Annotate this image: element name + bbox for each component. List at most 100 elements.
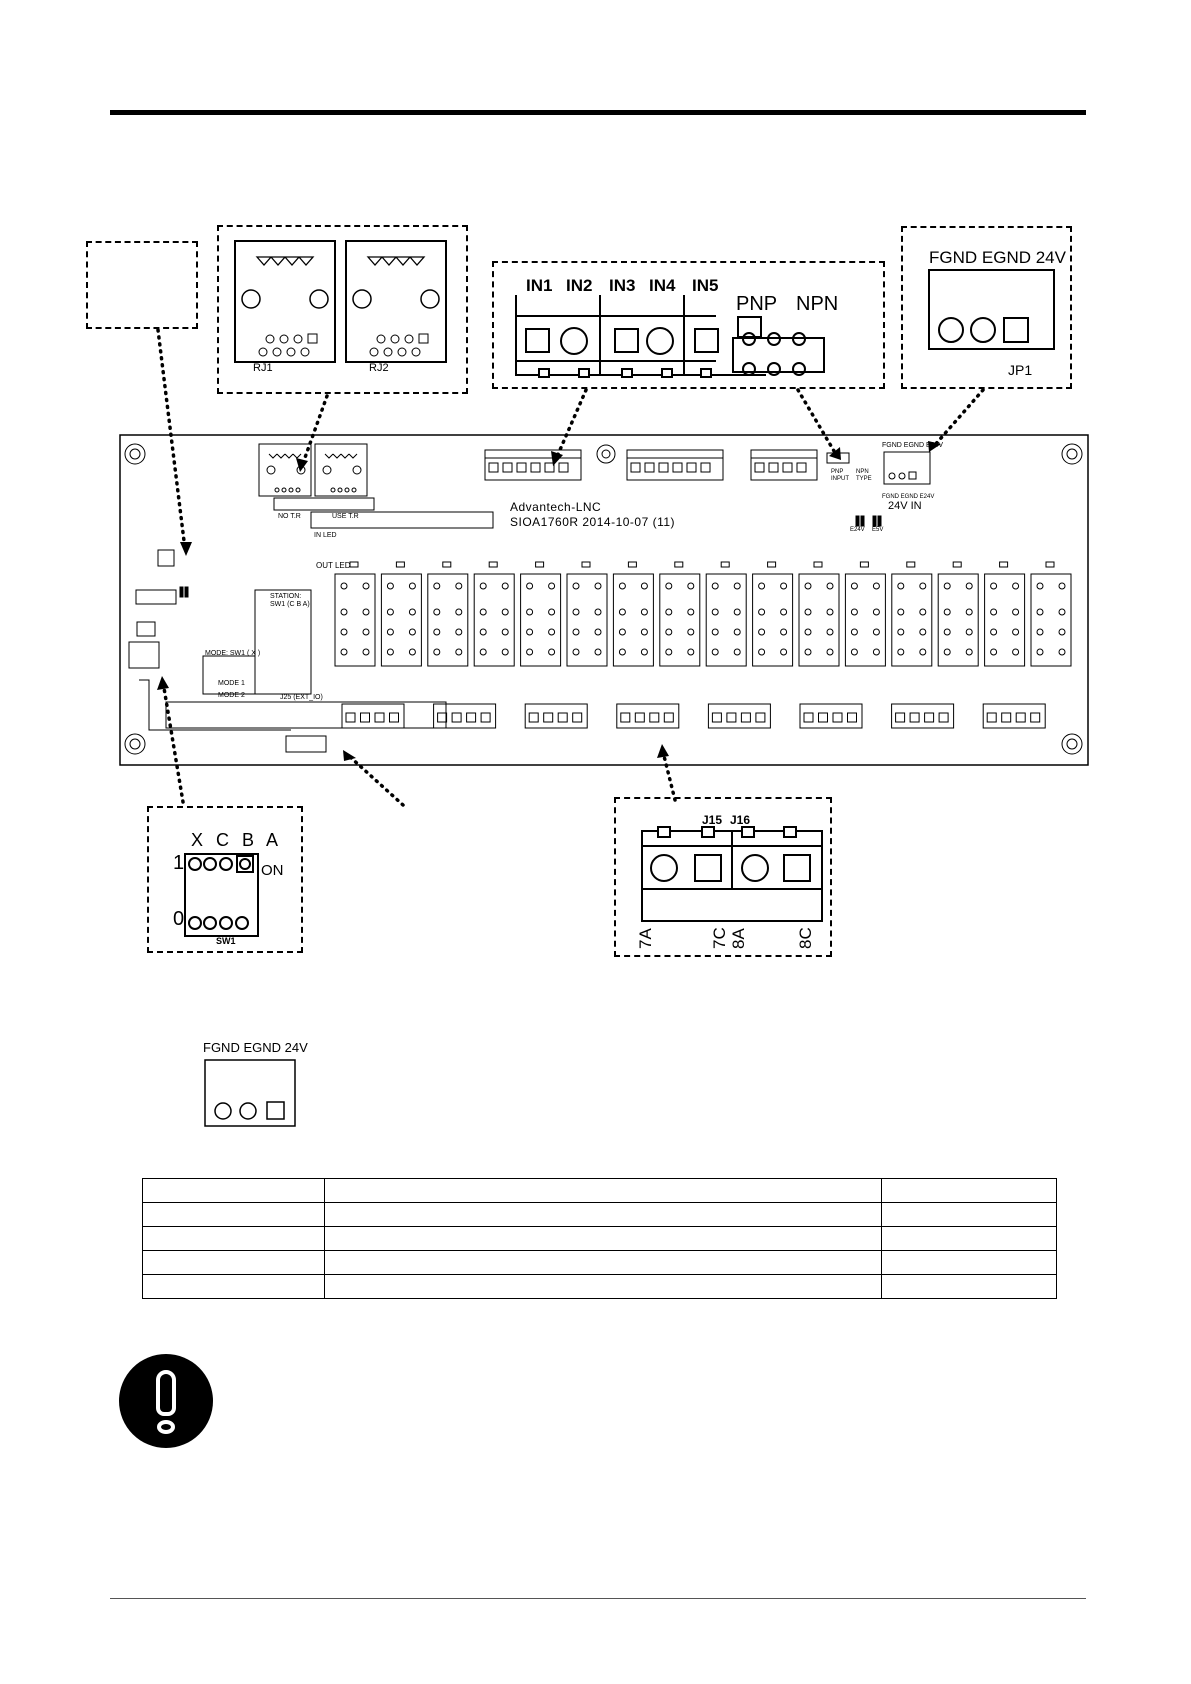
- warning-icon: [119, 1354, 213, 1448]
- relay-15: [984, 573, 1026, 667]
- relay-5: [520, 573, 562, 667]
- out-led-11: [813, 561, 823, 568]
- out-led-8: [674, 561, 684, 568]
- pin-8a-label: 8A: [729, 928, 748, 949]
- board-power-header-low: FGND EGND E24V: [882, 494, 935, 500]
- board-power-header: FGND EGND E24V: [882, 442, 944, 449]
- relay-4: [473, 573, 515, 667]
- power-callout: FGND EGND 24V JP1: [901, 226, 1072, 389]
- relay-6: [566, 573, 608, 667]
- standalone-power-header: FGND EGND 24V: [203, 1040, 308, 1055]
- out-led-9: [720, 561, 730, 568]
- power-header-label: FGND EGND 24V: [929, 248, 1066, 267]
- pnp-label: PNP: [736, 293, 778, 315]
- relay-16: [1030, 573, 1072, 667]
- out-led-16: [1045, 561, 1055, 568]
- relay-output-callout: J15 J16 7A 7C 8A 8C: [614, 797, 832, 957]
- board-rj-connectors: [258, 443, 368, 497]
- relay-1: [334, 573, 376, 667]
- in3-label: IN3: [609, 276, 636, 295]
- empty-callout-box: [86, 241, 198, 329]
- out-led-4: [488, 561, 498, 568]
- relay-11: [798, 573, 840, 667]
- sw1-name-label: SW1: [216, 936, 236, 946]
- jp1-connector: [928, 269, 1055, 350]
- in2-label: IN2: [566, 276, 593, 295]
- board-in-led: IN LED: [314, 532, 337, 539]
- sw1-on-label: ON: [261, 862, 284, 879]
- npn-label: NPN: [796, 293, 839, 315]
- input-terminal-callout: IN1 IN2 IN3 IN4 IN5 PNP NPN: [492, 261, 885, 389]
- board-station-sw: SW1 (C B A): [270, 601, 310, 608]
- relay-10: [752, 573, 794, 667]
- out-led-5: [535, 561, 545, 568]
- board-model: SIOA1760R 2014-10-07 (11): [510, 515, 676, 529]
- board-mode1: MODE 1: [218, 680, 245, 687]
- sw1-dip-switch: [184, 853, 259, 937]
- pin-7c-label: 7C: [710, 927, 729, 949]
- out-led-15: [999, 561, 1009, 568]
- sw1-row1-label: 1: [173, 852, 185, 874]
- rj1-connector: [234, 240, 336, 363]
- rj2-label: RJ2: [369, 362, 389, 374]
- board-mode2: MODE 2: [218, 692, 245, 699]
- io-board-outline: [119, 434, 1089, 766]
- relay-3: [427, 573, 469, 667]
- board-out-led: OUT LED: [316, 561, 351, 570]
- out-led-1: [349, 561, 359, 568]
- relay-7: [612, 573, 654, 667]
- board-mode: MODE: SW1 ( X ): [205, 650, 261, 657]
- rj45-callout: RJ1 RJ2: [217, 225, 468, 394]
- in4-label: IN4: [649, 276, 676, 295]
- in1-label: IN1: [526, 276, 553, 295]
- table-row: [142, 1178, 1057, 1203]
- out-led-3: [442, 561, 452, 568]
- pin-7a-label: 7A: [636, 928, 655, 949]
- board-24v-in: 24V IN: [888, 500, 922, 512]
- input-terminal-block: [515, 295, 766, 378]
- relay-14: [937, 573, 979, 667]
- board-brand: Advantech-LNC: [510, 500, 602, 514]
- output-terminal-5: [707, 703, 771, 729]
- table-row: [142, 1274, 1057, 1299]
- standalone-power-connector: FGND EGND 24V: [203, 1040, 308, 1128]
- output-terminal-3: [524, 703, 588, 729]
- board-relays: [334, 561, 1072, 667]
- board-left-components: [128, 549, 447, 753]
- j15-j16-terminal: [641, 826, 823, 922]
- output-terminal-7: [891, 703, 955, 729]
- output-terminal-6: [799, 703, 863, 729]
- rj2-connector: [345, 240, 447, 363]
- out-led-6: [581, 561, 591, 568]
- board-dip-strip: [273, 497, 494, 529]
- board-pnp-input: PNP INPUT: [831, 469, 849, 482]
- board-e24v: E24V: [850, 527, 865, 533]
- sw1-callout: X C B A 1 0 ON SW1: [147, 806, 303, 953]
- rj1-label: RJ1: [253, 362, 273, 374]
- relay-8: [659, 573, 701, 667]
- out-led-14: [952, 561, 962, 568]
- relay-13: [891, 573, 933, 667]
- out-led-12: [859, 561, 869, 568]
- output-terminal-2: [433, 703, 497, 729]
- out-led-2: [395, 561, 405, 568]
- sw1-row0-label: 0: [173, 908, 185, 930]
- board-station: STATION:: [270, 593, 302, 600]
- table-row: [142, 1202, 1057, 1227]
- pin-definition-table: [142, 1178, 1057, 1299]
- jp1-label: JP1: [1008, 362, 1033, 378]
- pin-8c-label: 8C: [796, 927, 815, 949]
- out-led-13: [906, 561, 916, 568]
- j16-label: J16: [730, 813, 751, 827]
- output-terminal-8: [982, 703, 1046, 729]
- board-input-terminals: [484, 449, 931, 527]
- board-npn-type: NPN TYPE: [856, 469, 872, 482]
- top-rule: [110, 110, 1086, 115]
- relay-9: [705, 573, 747, 667]
- output-terminal-4: [616, 703, 680, 729]
- relay-2: [380, 573, 422, 667]
- out-led-10: [767, 561, 777, 568]
- out-led-7: [627, 561, 637, 568]
- relay-12: [844, 573, 886, 667]
